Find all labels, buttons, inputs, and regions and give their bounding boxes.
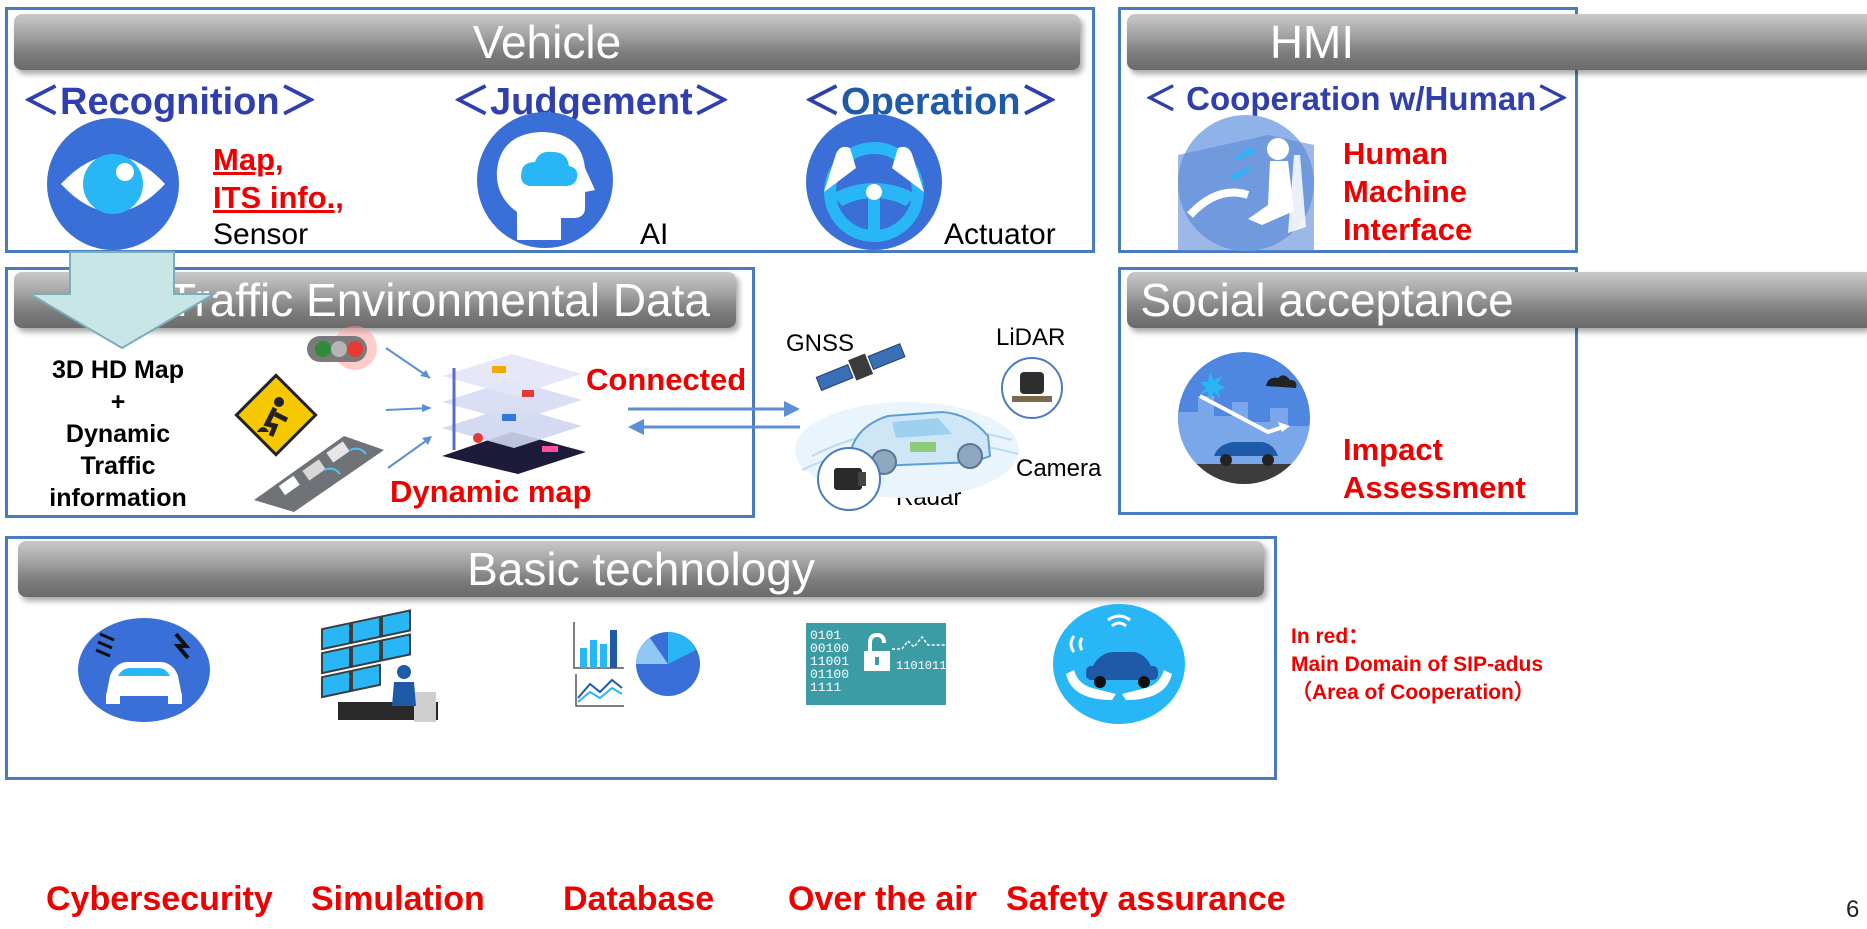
lidar-icon <box>1001 357 1063 419</box>
basic-title: Basic technology <box>467 543 815 595</box>
ai-head-icon <box>477 112 613 248</box>
steering-wheel-icon <box>806 114 942 250</box>
hmi-title-bar: HMI <box>1127 14 1867 70</box>
traffic-title: Traffic Environmental Data <box>167 274 710 326</box>
padlock-icon <box>864 632 890 671</box>
safety-assurance-label: Safety assurance <box>1006 880 1286 918</box>
cooperation-heading: ＜ Cooperation w/Human＞ <box>1144 80 1570 117</box>
simulation-label: Simulation <box>311 880 485 918</box>
operation-heading: ＜Operation＞ <box>803 81 1059 123</box>
over-the-air-icon: 0101 00100 11001 01100 1111 1101011 <box>806 623 946 705</box>
impact-scene-icon <box>1178 352 1310 484</box>
driver-seat-icon <box>1178 115 1314 251</box>
connected-label: Connected <box>586 362 747 397</box>
vehicle-title-bar: Vehicle <box>14 14 1080 70</box>
ai-caption: AI <box>640 218 669 251</box>
cybersecurity-car-icon <box>78 618 210 722</box>
camera-label: Camera <box>1016 455 1102 482</box>
recognition-label: Recognition <box>60 81 280 123</box>
recognition-red-line-1: Map, <box>213 142 284 177</box>
signal-wave-icon <box>892 635 946 650</box>
recognition-red-line-2: ITS info., <box>213 180 344 215</box>
simulation-monitors-icon <box>321 609 438 722</box>
traffic-light-icon <box>307 326 377 370</box>
vehicle-title: Vehicle <box>472 16 622 68</box>
hmi-line-2: Machine <box>1343 174 1468 209</box>
dynamic-map-label: Dynamic map <box>390 474 592 509</box>
input-arrows-icon <box>385 347 432 469</box>
hmi-title: HMI <box>1269 16 1355 68</box>
traffic-left-text: 3D HD Map + Dynamic Traffic information <box>49 356 187 512</box>
legend-note: In red： Main Domain of SIP-adus （Area of… <box>1291 625 1544 704</box>
social-title: Social acceptance <box>1140 274 1514 326</box>
database-label: Database <box>563 880 715 918</box>
dynamic-map-icon <box>442 354 586 474</box>
hmi-line-1: Human <box>1343 136 1449 171</box>
judgement-heading: ＜Judgement＞ <box>452 81 731 123</box>
highway-traffic-icon <box>254 436 384 512</box>
down-arrow-icon <box>26 251 218 350</box>
actuator-caption: Actuator <box>944 218 1056 251</box>
roadwork-sign-icon <box>234 373 318 457</box>
hmi-line-3: Interface <box>1343 212 1473 247</box>
social-line-1: Impact <box>1343 432 1443 467</box>
basic-title-bar: Basic technology <box>18 541 1264 597</box>
recognition-sensor-text: Sensor <box>213 218 309 251</box>
social-line-2: Assessment <box>1343 470 1526 505</box>
lidar-label: LiDAR <box>996 324 1066 351</box>
over-the-air-label: Over the air <box>788 880 977 918</box>
satellite-icon <box>815 343 906 392</box>
eye-icon <box>47 118 179 250</box>
social-title-bar: Social acceptance <box>1127 272 1867 328</box>
recognition-heading: ＜Recognition＞ <box>22 81 318 123</box>
radar-icon <box>817 447 881 511</box>
safety-assurance-icon <box>1053 604 1185 724</box>
bidirectional-arrows-icon <box>628 401 800 435</box>
page-number: 6 <box>1846 896 1860 923</box>
cybersecurity-label: Cybersecurity <box>46 880 273 918</box>
database-chart-icon <box>573 622 700 707</box>
cooperation-label: Cooperation w/Human <box>1177 80 1537 117</box>
gnss-label: GNSS <box>786 330 855 357</box>
